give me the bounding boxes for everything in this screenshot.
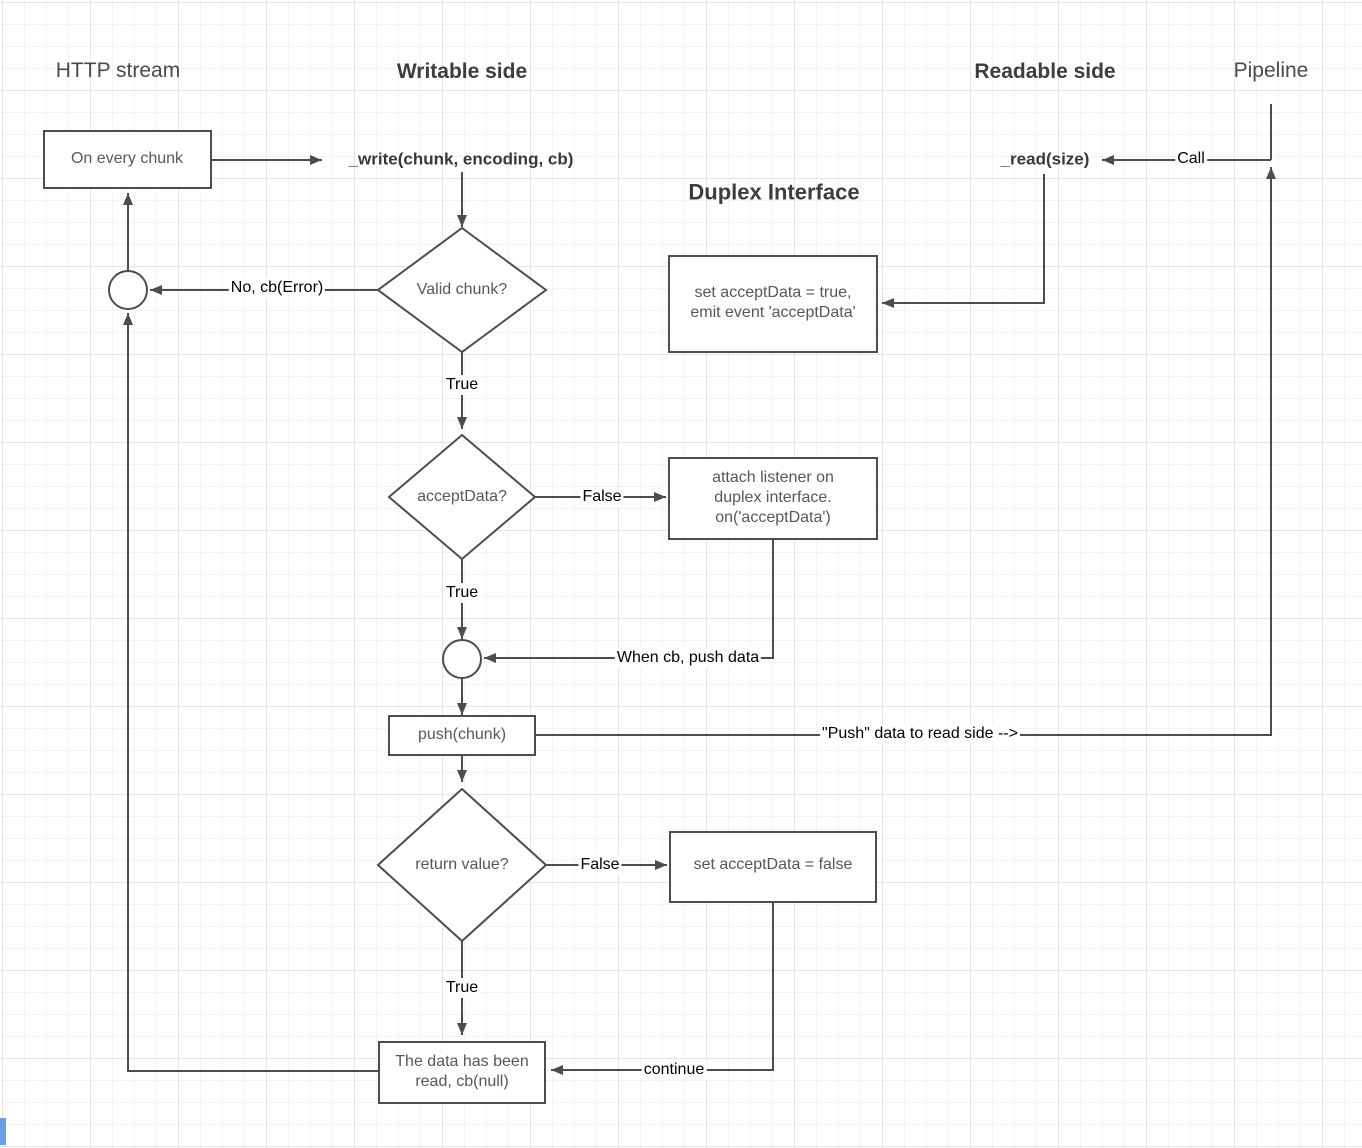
edge-push-to-pipeline[interactable] [535, 167, 1276, 736]
node-return-value-diamond[interactable] [376, 787, 548, 943]
node-label-attach-listener: attach listener on duplex interface. on(… [712, 469, 834, 526]
header-pipeline[interactable]: Pipeline [1233, 58, 1309, 82]
header-http-stream[interactable]: HTTP stream [55, 58, 181, 82]
node-acceptdata-diamond[interactable] [387, 433, 537, 561]
edge-label-true-accept[interactable]: True [443, 583, 481, 603]
edge-label-call[interactable]: Call [1175, 149, 1207, 169]
edge-dataread-loop-to-junction[interactable] [123, 313, 379, 1072]
node-junction-circle-mid[interactable] [442, 639, 482, 679]
header-writable-side[interactable]: Writable side [396, 59, 528, 83]
edge-label-when-cb-push[interactable]: When cb, push data [614, 648, 762, 668]
edge-listener-to-junction2[interactable] [484, 539, 774, 663]
node-set-accept-false[interactable] [669, 831, 877, 903]
node-valid-chunk-diamond[interactable] [376, 226, 548, 354]
edge-setfalse-continue-to-dataread[interactable] [551, 902, 774, 1075]
node-set-accept-true[interactable] [668, 255, 878, 353]
node-on-every-chunk[interactable] [43, 130, 212, 189]
diagram-title[interactable]: Duplex Interface [688, 179, 860, 205]
edge-label-no-cb-error[interactable]: No, cb(Error) [228, 278, 326, 298]
node-push-chunk[interactable] [388, 715, 536, 756]
node-label-set-accept-false: set acceptData = false [693, 856, 853, 873]
label-write-fn[interactable]: _write(chunk, encoding, cb) [348, 149, 574, 169]
edge-label-true-return[interactable]: True [443, 978, 481, 998]
scrollbar-fragment[interactable] [0, 1118, 6, 1145]
node-label-return-value: return value? [415, 856, 509, 873]
edge-read-to-settrue[interactable] [882, 174, 1045, 308]
node-label-push-chunk: push(chunk) [417, 726, 507, 743]
edge-label-push-to-read[interactable]: "Push" data to read side --> [820, 724, 1020, 744]
node-label-acceptdata: acceptData? [417, 488, 507, 505]
node-junction-circle-left[interactable] [108, 270, 148, 310]
header-readable-side[interactable]: Readable side [974, 59, 1116, 83]
node-label-set-accept-true: set acceptData = true, emit event 'accep… [690, 284, 856, 321]
node-attach-listener[interactable] [668, 457, 878, 540]
edge-label-true-valid[interactable]: True [443, 375, 481, 395]
edge-label-false-return[interactable]: False [578, 855, 622, 875]
node-label-valid-chunk: Valid chunk? [416, 281, 508, 298]
node-label-on-every-chunk: On every chunk [70, 150, 184, 167]
edge-label-false-accept[interactable]: False [580, 487, 624, 507]
node-data-read[interactable] [378, 1041, 546, 1104]
label-read-fn[interactable]: _read(size) [1000, 149, 1090, 169]
node-label-data-read: The data has been read, cb(null) [395, 1053, 529, 1090]
edge-label-continue[interactable]: continue [641, 1060, 707, 1080]
